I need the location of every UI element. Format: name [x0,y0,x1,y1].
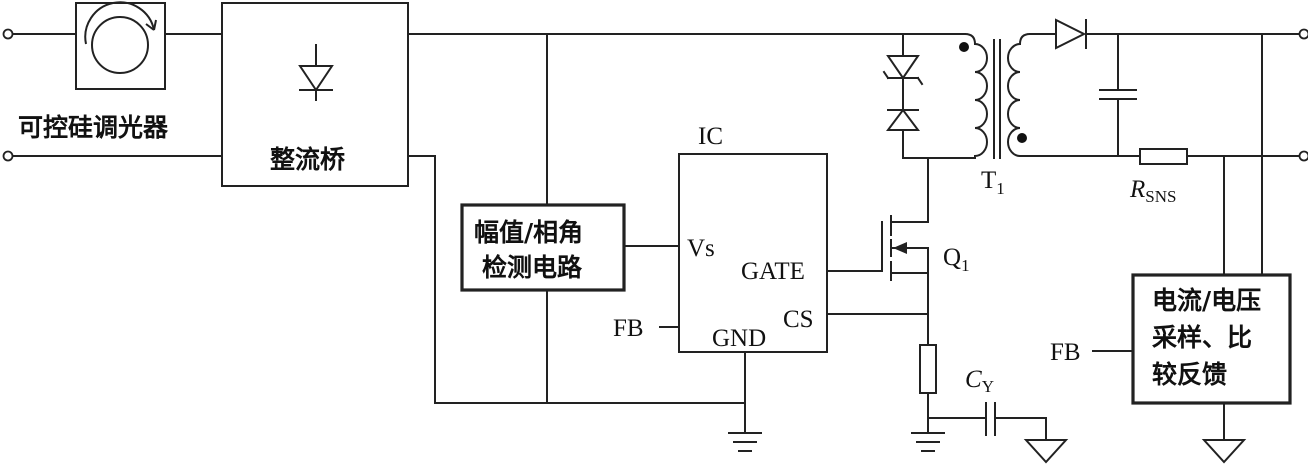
detector-label-line2: 检测电路 [482,253,583,282]
output-terminal-top [1298,28,1308,40]
dimmer-knob-icon [91,16,149,74]
ic-label: IC [698,123,723,150]
primary-ground-icon [911,432,945,452]
amplitude-phase-detector-box [460,203,626,292]
pin-cs-label: CS [783,306,814,333]
triac-dimmer-box [75,2,166,90]
dimmer-label: 可控硅调光器 [18,113,169,142]
feedback-label-line3: 较反馈 [1152,360,1227,389]
rsns-resistor-icon [1139,148,1188,165]
pin-vs-label: Vs [687,235,715,262]
ycap-ground-icon [1023,439,1069,464]
q1-mosfet-icon [881,215,929,281]
sense-resistor-icon [919,344,937,394]
y-capacitor-icon [985,402,996,436]
controller-ic-box [678,153,828,353]
bridge-label: 整流桥 [270,145,345,174]
feedback-label-line1: 电流/电压 [1152,286,1261,315]
input-terminal-top [2,28,14,40]
transformer-secondary-icon [1007,42,1027,158]
input-terminal-bottom [2,150,14,162]
transformer-primary-icon [959,42,988,158]
output-diode-icon [1055,18,1087,50]
q1-label: Q1 [943,244,970,275]
snubber-tvs-icon [882,55,924,131]
output-capacitor-icon [1099,89,1137,100]
cy-label: CY [965,366,994,396]
bridge-diode-icon [298,65,334,92]
ic-ground-icon [728,432,762,452]
secondary-ground-icon [1201,439,1247,464]
current-voltage-feedback-box [1131,273,1292,405]
detector-label-line1: 幅值/相角 [474,218,583,247]
pin-gate-label: GATE [741,258,805,285]
pin-gnd-label: GND [712,325,766,352]
t1-label: T1 [981,167,1005,198]
feedback-label-line2: 采样、比 [1152,323,1252,352]
fb-left-label: FB [613,315,644,342]
rsns-label: RSNS [1129,176,1176,206]
output-terminal-bottom [1298,150,1308,162]
dimmer-rotate-arrow-icon [84,1,155,45]
fb-right-label: FB [1050,339,1081,366]
